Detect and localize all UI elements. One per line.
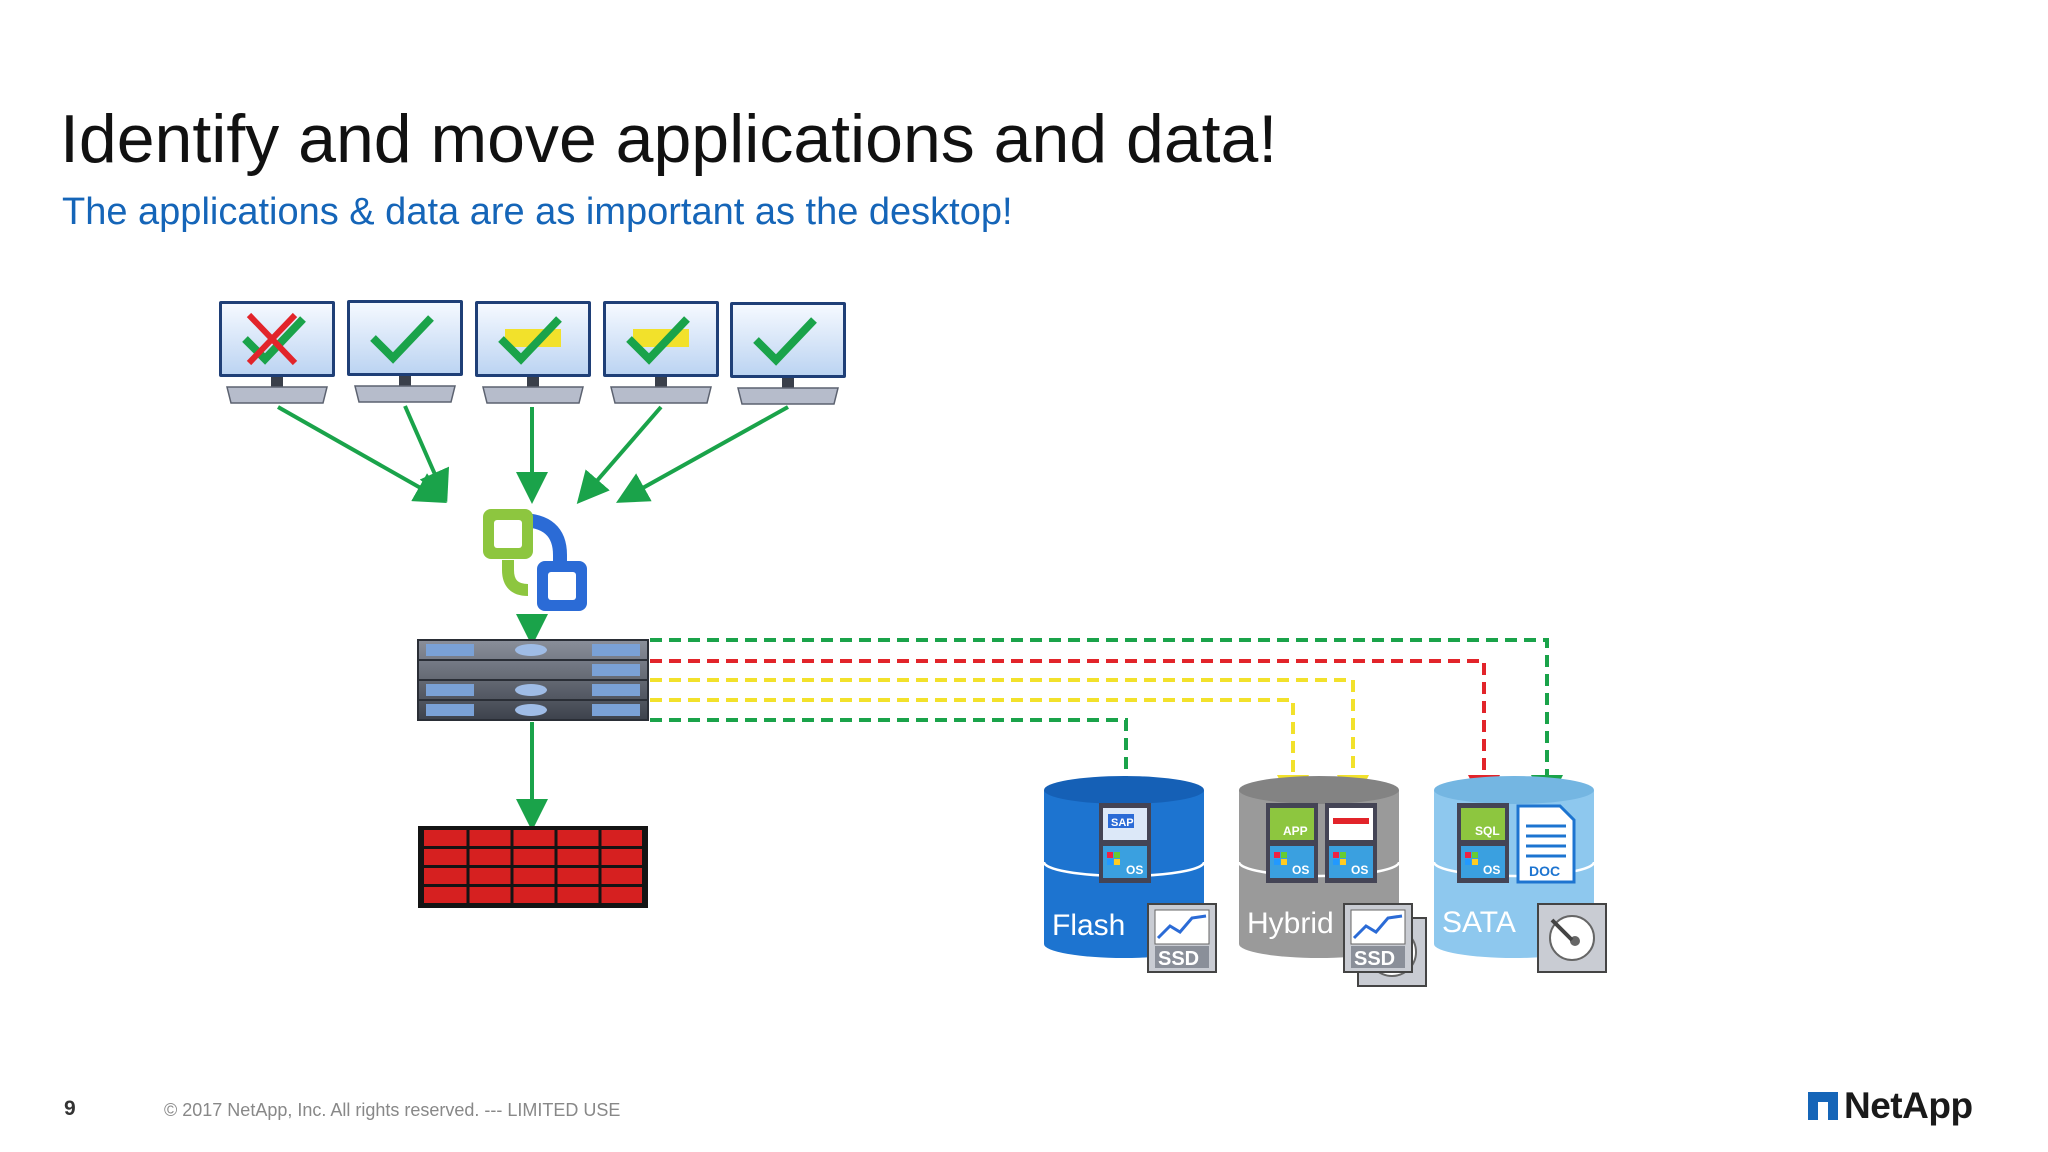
disk-array-icon xyxy=(418,826,648,908)
desktop-4 xyxy=(602,300,720,404)
check-icon xyxy=(498,316,562,365)
svg-text:OS: OS xyxy=(1292,863,1309,877)
hypervisor-icon xyxy=(483,509,587,611)
check-icon xyxy=(370,315,434,364)
sap-vm-icon: SAP OS xyxy=(1099,803,1151,883)
ssd-badge-icon: SSD xyxy=(1147,903,1217,973)
slide-subtitle: The applications & data are as important… xyxy=(62,191,1013,233)
app-vm-icon: APP OS xyxy=(1266,803,1318,883)
svg-text:OS: OS xyxy=(1483,863,1500,877)
page-number: 9 xyxy=(64,1097,76,1120)
check-icon xyxy=(753,317,817,366)
netapp-logo-text: NetApp xyxy=(1844,1085,1973,1126)
ssd-label: SSD xyxy=(1158,948,1199,970)
oracle-vm-icon: OS xyxy=(1325,803,1377,883)
slide-title: Identify and move applications and data! xyxy=(60,101,1278,177)
netapp-logo: NetApp xyxy=(1808,1085,1973,1127)
desktop-2 xyxy=(346,299,464,403)
dashed-routes xyxy=(650,638,1563,811)
check-icon xyxy=(626,316,690,365)
svg-text:OS: OS xyxy=(1126,863,1143,877)
red-x-icon xyxy=(246,312,298,366)
flash-label: Flash xyxy=(1052,909,1125,942)
flash-tier: SAP OS Flash SSD xyxy=(1042,776,1217,973)
hybrid-tier: APP OS OS Hybrid SSD xyxy=(1237,776,1427,987)
ssd-label: SSD xyxy=(1354,948,1395,970)
desktop-3 xyxy=(474,300,592,404)
hard-disk-badge-icon xyxy=(1537,903,1607,973)
copyright-text: © 2017 NetApp, Inc. All rights reserved.… xyxy=(164,1100,621,1120)
desktop-5 xyxy=(729,301,847,405)
desktop-1 xyxy=(218,300,336,404)
netapp-logo-icon xyxy=(1808,1092,1838,1120)
document-icon: DOC xyxy=(1516,804,1576,884)
hybrid-label: Hybrid xyxy=(1247,907,1334,940)
desktop-arrows xyxy=(277,405,789,505)
sql-vm-icon: SQL OS xyxy=(1457,803,1509,883)
svg-text:OS: OS xyxy=(1351,863,1368,877)
svg-text:APP: APP xyxy=(1283,824,1308,838)
svg-text:SQL: SQL xyxy=(1475,824,1500,838)
svg-text:SAP: SAP xyxy=(1111,817,1134,829)
server-icon xyxy=(417,639,649,721)
hybrid-ssd-badge-icon: SSD xyxy=(1343,903,1413,973)
sata-tier: SQL OS DOC SATA xyxy=(1432,776,1607,973)
sata-label: SATA xyxy=(1442,906,1516,939)
svg-text:DOC: DOC xyxy=(1529,863,1560,879)
